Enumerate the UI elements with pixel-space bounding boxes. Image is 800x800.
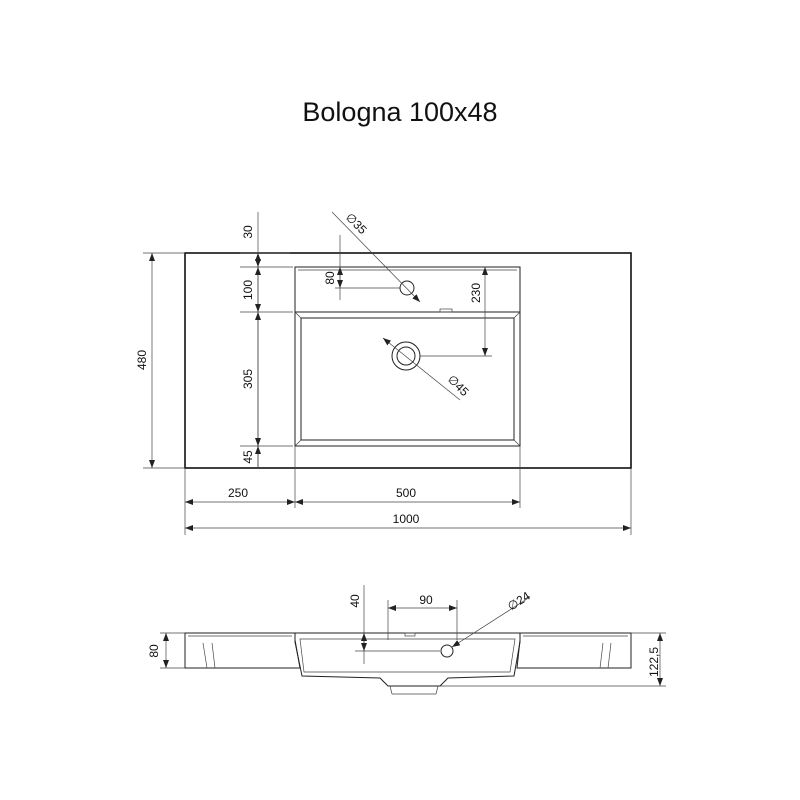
dim-40-label: 40 xyxy=(348,594,362,608)
drain-inner xyxy=(396,346,416,366)
dim-diam45-label: ∅45 xyxy=(445,372,472,399)
dim-side-80-label: 80 xyxy=(147,644,161,658)
drain-outer xyxy=(391,341,421,371)
faucet-hole xyxy=(399,280,415,296)
drawing-title: Bologna 100x48 xyxy=(302,97,498,127)
dim-122-5-label: 122,5 xyxy=(647,647,661,677)
dim-305-label: 305 xyxy=(241,369,255,389)
dim-230-label: 230 xyxy=(469,283,483,303)
dim-diam35-label: ∅35 xyxy=(343,210,370,237)
dim-1000-label: 1000 xyxy=(393,512,420,526)
dim-500-label: 500 xyxy=(396,486,416,500)
top-view: 30 100 305 45 80 ∅35 230 ∅45 480 250 50 xyxy=(135,210,632,535)
side-view: 40 90 ∅24 80 122,5 xyxy=(147,585,666,695)
dim-100-label: 100 xyxy=(241,280,255,300)
dim-250-label: 250 xyxy=(228,486,248,500)
countertop-outline xyxy=(184,252,632,469)
overflow-slot xyxy=(439,308,453,313)
dim-45-label: 45 xyxy=(241,450,255,464)
side-basin-body xyxy=(294,632,521,687)
dim-diam24-label: ∅24 xyxy=(505,589,533,614)
side-overflow-slot xyxy=(404,632,416,637)
side-left-slab xyxy=(184,632,301,669)
dim-90-label: 90 xyxy=(419,593,433,607)
dim-480-label: 480 xyxy=(135,350,149,370)
side-right-slab xyxy=(516,632,632,669)
basin-outer xyxy=(294,311,521,447)
dim-80-label: 80 xyxy=(323,271,337,285)
basin-inner xyxy=(300,317,515,441)
side-faucet-hole xyxy=(440,644,454,658)
dim-30-label: 30 xyxy=(241,225,255,239)
